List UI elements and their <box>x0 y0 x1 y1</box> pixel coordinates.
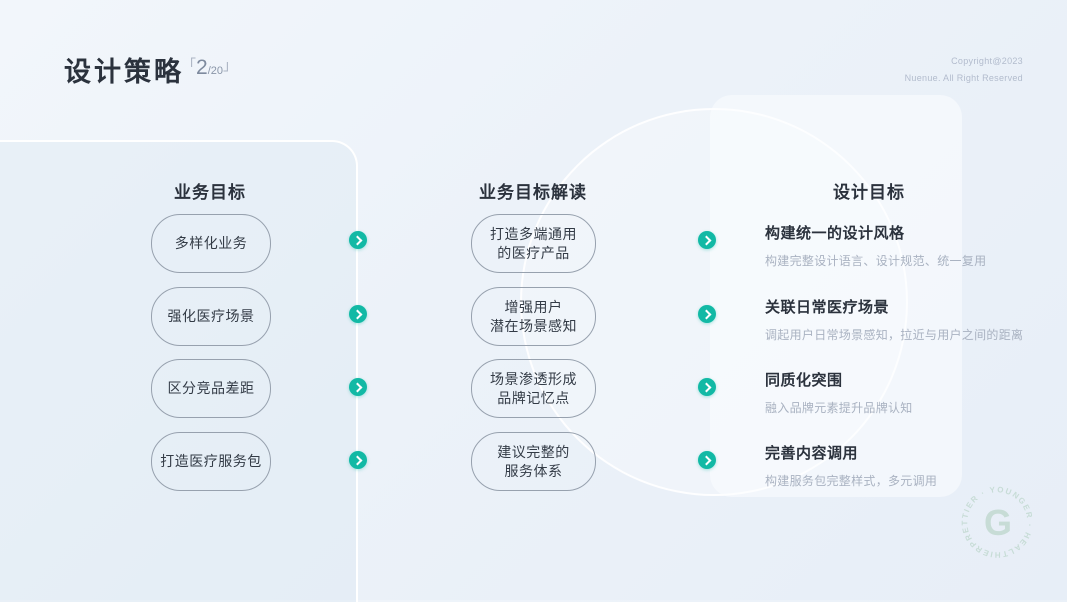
chevron-right-icon <box>701 309 711 319</box>
column-header-business-goals: 业务目标 <box>174 183 246 202</box>
copyright: Copyright@2023 Nuenue. All Right Reserve… <box>905 53 1023 87</box>
interpretation-pill: 打造多端通用 的医疗产品 <box>471 214 596 273</box>
page-total: /20 <box>207 65 223 77</box>
column-header-design-goals: 设计目标 <box>833 183 905 202</box>
business-goal-pill: 区分竞品差距 <box>151 359 271 418</box>
design-goal-item: 完善内容调用 构建服务包完整样式，多元调用 <box>765 442 1030 489</box>
business-goal-pill: 强化医疗场景 <box>151 287 271 346</box>
business-goal-pill: 多样化业务 <box>151 214 271 273</box>
design-goal-item: 构建统一的设计风格 构建完整设计语言、设计规范、统一复用 <box>765 222 1030 269</box>
arrow-right-icon <box>349 231 367 249</box>
arrow-right-icon <box>698 451 716 469</box>
design-goal-desc: 构建服务包完整样式，多元调用 <box>765 474 938 488</box>
design-goal-item: 关联日常医疗场景 调起用户日常场景感知，拉近与用户之间的距离 <box>765 296 1030 343</box>
arrow-right-icon <box>698 231 716 249</box>
interpretation-pill: 增强用户 潜在场景感知 <box>471 287 596 346</box>
chevron-right-icon <box>701 455 711 465</box>
design-goal-desc: 融入品牌元素提升品牌认知 <box>765 401 913 415</box>
interpretation-pill: 建议完整的 服务体系 <box>471 432 596 491</box>
chevron-right-icon <box>352 309 362 319</box>
design-goal-title: 完善内容调用 <box>765 445 859 462</box>
page-current: 2 <box>196 56 208 79</box>
design-goal-title: 构建统一的设计风格 <box>765 225 905 242</box>
column-header-interpretation: 业务目标解读 <box>479 183 587 202</box>
chevron-right-icon <box>352 235 362 245</box>
design-goal-item: 同质化突围 融入品牌元素提升品牌认知 <box>765 369 1030 416</box>
right-card-background <box>710 95 962 497</box>
page-indicator: 「2/20」 <box>182 56 237 80</box>
arrow-right-icon <box>349 378 367 396</box>
chevron-right-icon <box>701 235 711 245</box>
page-title: 设计策略 <box>64 57 184 87</box>
chevron-right-icon <box>352 455 362 465</box>
brand-logo-icon: G PRETTIER · YOUNGER · HEALTHIER · <box>959 484 1033 559</box>
arrow-right-icon <box>349 305 367 323</box>
copyright-line2: Nuenue. All Right Reserved <box>904 73 1023 83</box>
arrow-right-icon <box>349 451 367 469</box>
interpretation-pill: 场景渗透形成 品牌记忆点 <box>471 359 596 418</box>
chevron-right-icon <box>701 382 711 392</box>
logo-letter: G <box>984 502 1012 543</box>
design-goal-title: 同质化突围 <box>765 372 843 389</box>
bracket-open: 「 <box>182 57 196 73</box>
chevron-right-icon <box>352 382 362 392</box>
design-goal-desc: 调起用户日常场景感知，拉近与用户之间的距离 <box>765 328 1024 342</box>
business-goal-pill: 打造医疗服务包 <box>151 432 271 491</box>
arrow-right-icon <box>698 305 716 323</box>
arrow-right-icon <box>698 378 716 396</box>
bracket-close: 」 <box>222 57 237 73</box>
copyright-line1: Copyright@2023 <box>951 56 1023 66</box>
design-goal-title: 关联日常医疗场景 <box>765 299 890 316</box>
design-goal-desc: 构建完整设计语言、设计规范、统一复用 <box>765 254 987 268</box>
brand-logo: G PRETTIER · YOUNGER · HEALTHIER · <box>959 484 1037 562</box>
